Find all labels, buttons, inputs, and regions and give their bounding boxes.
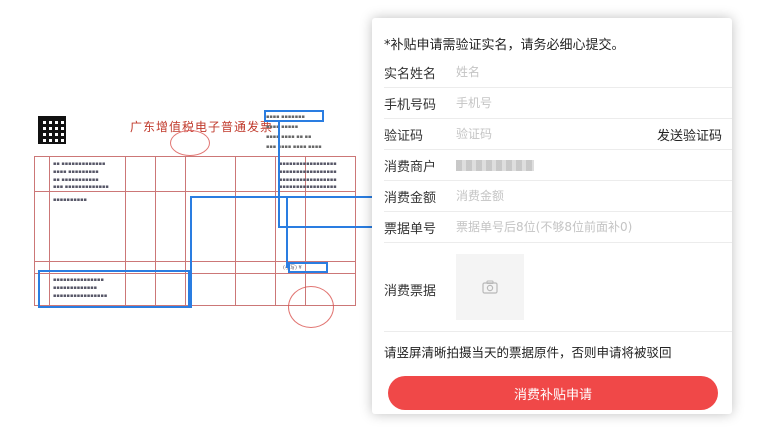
receipt-number-label: 票据单号 [384,221,437,237]
invoice-meta-check: ▪▪▪ ▪▪▪▪ ▪▪▪▪ ▪▪▪▪ [266,144,322,150]
upload-hint: 请竖屏清晰拍摄当天的票据原件，否则申请将被驳回 [384,345,672,360]
invoice-seal-top [170,130,210,156]
connector-number-horizontal [278,226,382,228]
highlight-invoice-number [264,110,324,122]
invoice-subtotal: (小写) ¥ [283,265,302,271]
form-row-amount: 消费金额 [384,181,732,212]
phone-label: 手机号码 [384,97,437,113]
submit-subsidy-button[interactable]: 消费补贴申请 [388,376,718,410]
camera-icon [482,280,498,294]
invoice-image: 广东增值税电子普通发票 ▪▪▪▪ ▪▪▪▪▪▪▪ ▪▪▪▪ ▪▪▪▪▪ ▪▪▪▪… [30,108,360,328]
amount-input[interactable] [456,189,732,203]
invoice-meta-number: ▪▪▪▪ ▪▪▪▪▪ [266,124,299,130]
code-input[interactable] [456,127,657,141]
invoice-title: 广东增值税电子普通发票 [130,120,274,134]
connector-seller-horizontal [190,196,286,198]
receipt-upload-label: 消费票据 [384,284,437,299]
phone-input[interactable] [456,96,732,110]
receipt-upload-button[interactable] [456,254,524,320]
highlight-amount [288,262,328,273]
name-label: 实名姓名 [384,66,437,82]
form-row-merchant: 消费商户 [384,150,732,181]
connector-amount-vertical [286,196,288,268]
form-notice: *补贴申请需验证实名，请务必细心提交。 [384,38,625,53]
connector-amount-horizontal [286,196,382,198]
form-row-code: 验证码 发送验证码 [384,119,732,150]
invoice-seal-bottom [288,286,334,328]
name-input[interactable] [456,65,732,79]
invoice-meta-code: ▪▪▪▪ ▪▪▪▪▪▪▪ [266,114,305,120]
qr-code [38,116,66,144]
merchant-value-blurred[interactable] [456,159,534,171]
form-row-name: 实名姓名 [384,57,732,88]
subsidy-form-panel: *补贴申请需验证实名，请务必细心提交。 实名姓名 手机号码 验证码 发送验证码 … [372,18,732,414]
code-label: 验证码 [384,128,424,144]
receipt-number-input[interactable] [456,220,732,234]
connector-number-vertical [278,120,280,228]
send-code-button[interactable]: 发送验证码 [656,128,722,144]
form-row-receipt-upload: 消费票据 [384,244,732,332]
amount-label: 消费金额 [384,190,437,206]
highlight-seller [38,270,190,308]
invoice-table: ▪▪ ▪▪▪▪▪▪▪▪▪▪▪▪▪ ▪▪▪▪ ▪▪▪▪▪▪▪▪▪ ▪▪ ▪▪▪▪▪… [34,156,356,306]
merchant-label: 消费商户 [384,159,437,175]
invoice-meta-date: ▪▪▪▪ ▪▪▪▪ ▪▪ ▪▪ [266,134,312,140]
form-row-receipt-number: 票据单号 [384,212,732,243]
form-row-phone: 手机号码 [384,88,732,119]
connector-seller-vertical [190,196,192,308]
